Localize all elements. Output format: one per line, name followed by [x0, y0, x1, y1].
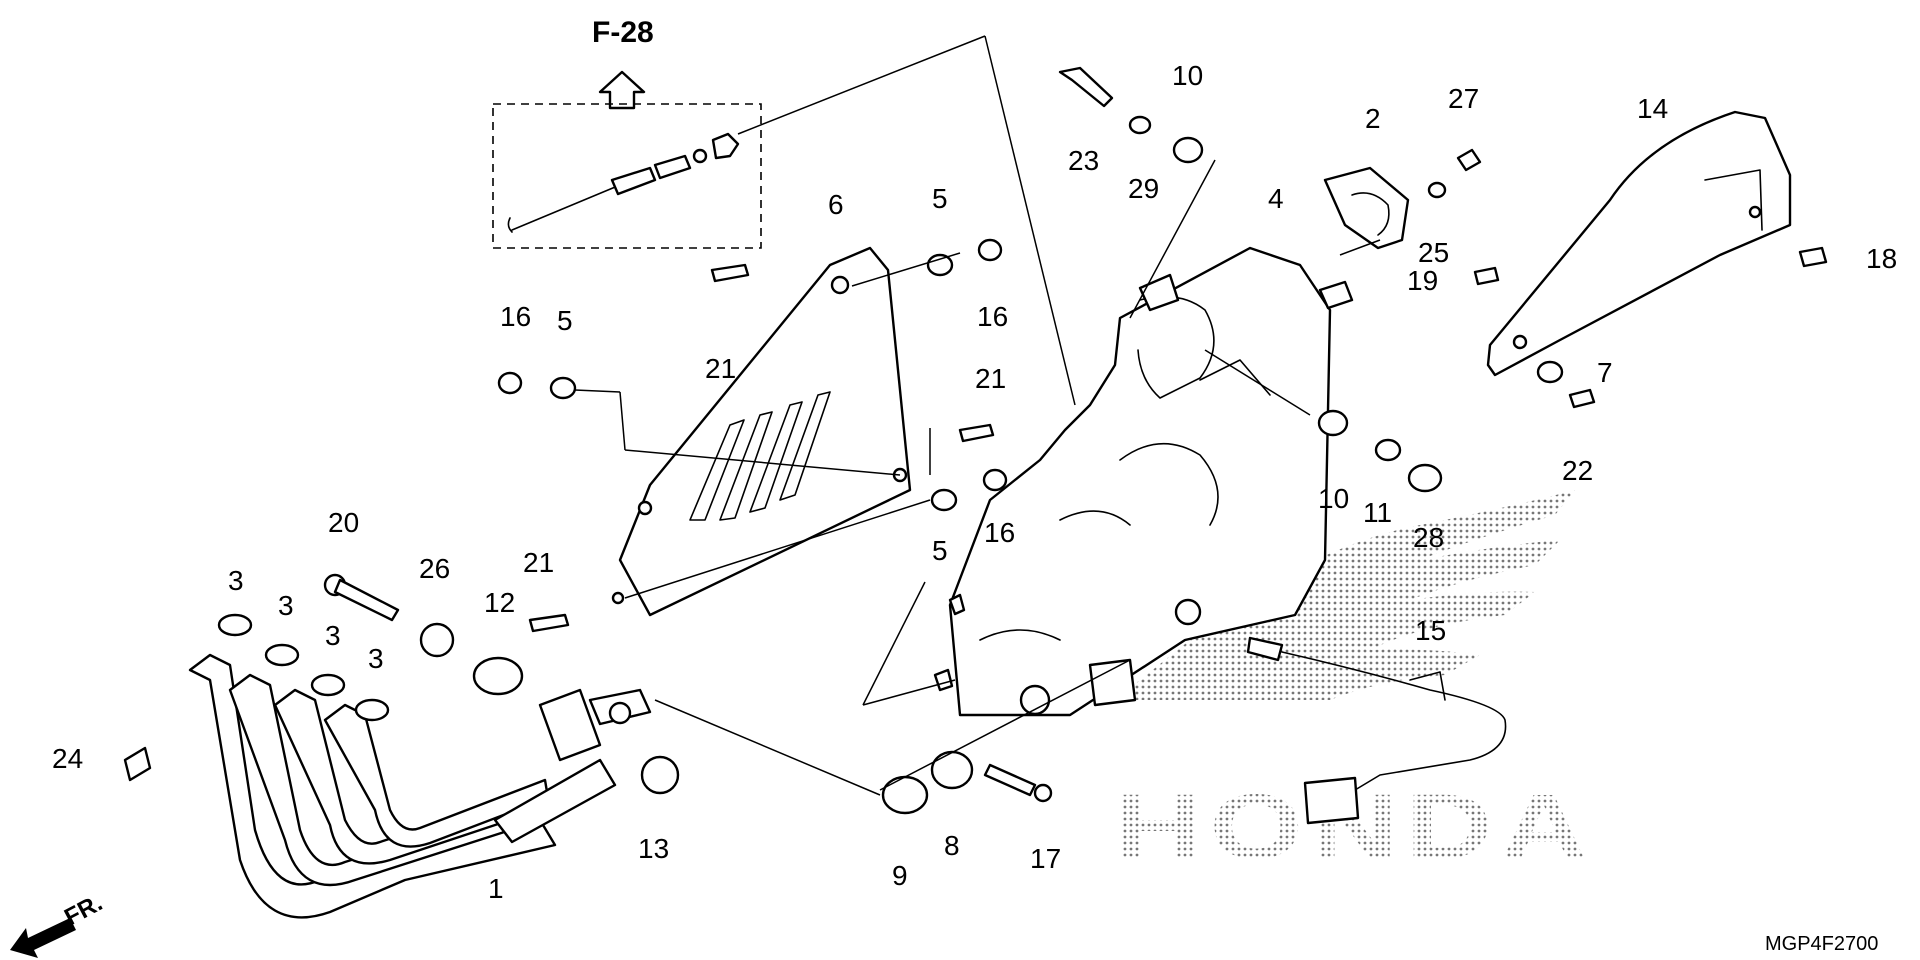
callout-6: 6 — [828, 189, 844, 220]
callout-2: 2 — [1365, 103, 1381, 134]
callout-25: 25 — [1418, 237, 1449, 268]
callout-10: 10 — [1318, 483, 1349, 514]
honda-wing-logo — [1115, 490, 1575, 700]
callout-23: 23 — [1068, 145, 1099, 176]
callout-4: 4 — [1268, 183, 1284, 214]
callout-3: 3 — [325, 620, 341, 651]
callout-18: 18 — [1866, 243, 1897, 274]
callout-27: 27 — [1448, 83, 1479, 114]
callout-13: 13 — [638, 833, 669, 864]
callout-8: 8 — [944, 830, 960, 861]
callout-21: 21 — [523, 547, 554, 578]
leader-lines — [574, 35, 1381, 796]
callout-5: 5 — [557, 305, 573, 336]
reference-arrow — [598, 70, 646, 110]
callout-labels: 1 2 3 3 3 3 4 5 5 5 6 7 8 9 10 10 11 12 … — [52, 60, 1897, 904]
reference-label: F-28 — [592, 16, 654, 49]
gasket-parts — [217, 613, 390, 722]
front-arrow-icon — [10, 918, 76, 958]
callout-7: 7 — [1597, 357, 1613, 388]
callout-10: 10 — [1172, 60, 1203, 91]
muffler-side-cover — [1486, 110, 1792, 377]
callout-22: 22 — [1562, 455, 1593, 486]
callout-5: 5 — [932, 535, 948, 566]
callout-24: 24 — [52, 743, 83, 774]
callout-16: 16 — [500, 301, 531, 332]
callout-9: 9 — [892, 860, 908, 891]
fastener-parts — [123, 66, 1828, 815]
reference-detail-box — [492, 103, 762, 249]
callout-3: 3 — [228, 565, 244, 596]
callout-11: 11 — [1363, 497, 1392, 528]
callout-20: 20 — [328, 507, 359, 538]
callout-3: 3 — [368, 643, 384, 674]
heat-shield-part — [611, 246, 912, 617]
muffler-outlet-cover — [1323, 166, 1410, 250]
drawing-code: MGP4F2700 — [1765, 933, 1878, 955]
callout-29: 29 — [1128, 173, 1159, 204]
callout-21: 21 — [705, 353, 736, 384]
callout-3: 3 — [278, 590, 294, 621]
callout-26: 26 — [419, 553, 450, 584]
callout-15: 15 — [1415, 615, 1446, 646]
exhaust-pipe-part — [188, 653, 652, 919]
callout-16: 16 — [977, 301, 1008, 332]
callout-12: 12 — [484, 587, 515, 618]
callout-16: 16 — [984, 517, 1015, 548]
callout-14: 14 — [1637, 93, 1668, 124]
exhaust-stud-detail — [507, 35, 986, 233]
callout-5: 5 — [932, 183, 948, 214]
callout-1: 1 — [488, 873, 504, 904]
callout-17: 17 — [1030, 843, 1061, 874]
callout-19: 19 — [1407, 265, 1438, 296]
oxygen-sensor-part — [1246, 636, 1507, 825]
callout-28: 28 — [1413, 522, 1444, 553]
callout-21: 21 — [975, 363, 1006, 394]
muffler-part — [933, 246, 1354, 717]
